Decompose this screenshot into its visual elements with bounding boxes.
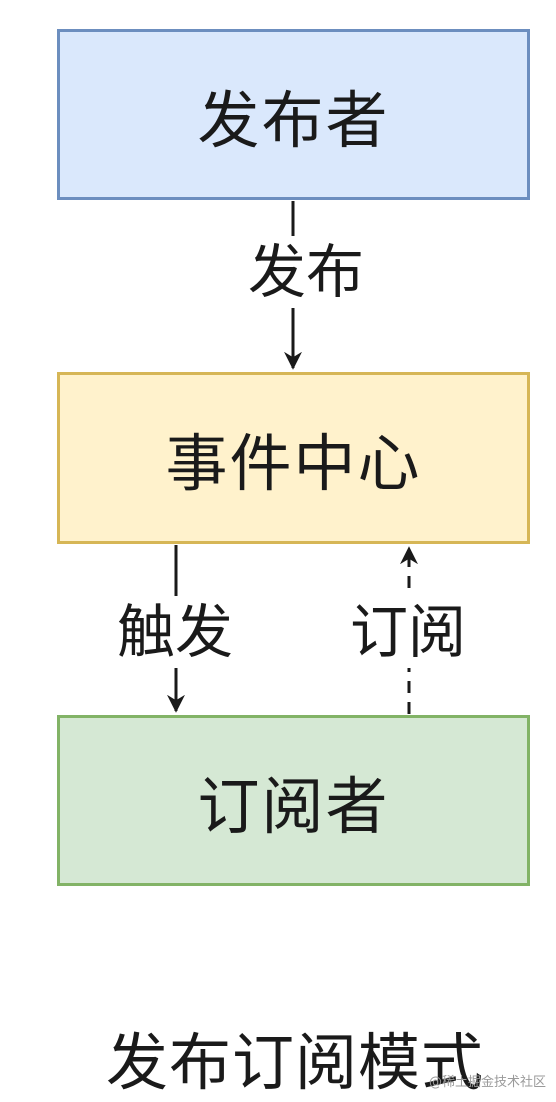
edge-trigger-label: 触发: [100, 596, 250, 668]
node-event-center: 事件中心: [57, 372, 530, 544]
node-publisher: 发布者: [57, 29, 530, 200]
edge-publish-label: 发布: [232, 236, 380, 308]
node-event-center-label: 事件中心: [165, 427, 422, 500]
watermark: @稀土掘金技术社区: [428, 1075, 546, 1090]
diagram-caption: 发布订阅模式: [105, 1026, 484, 1099]
node-subscriber: 订阅者: [57, 715, 530, 886]
edge-subscribe-label: 订阅: [333, 596, 483, 668]
node-publisher-label: 发布者: [197, 83, 390, 157]
node-subscriber-label: 订阅者: [197, 769, 390, 843]
